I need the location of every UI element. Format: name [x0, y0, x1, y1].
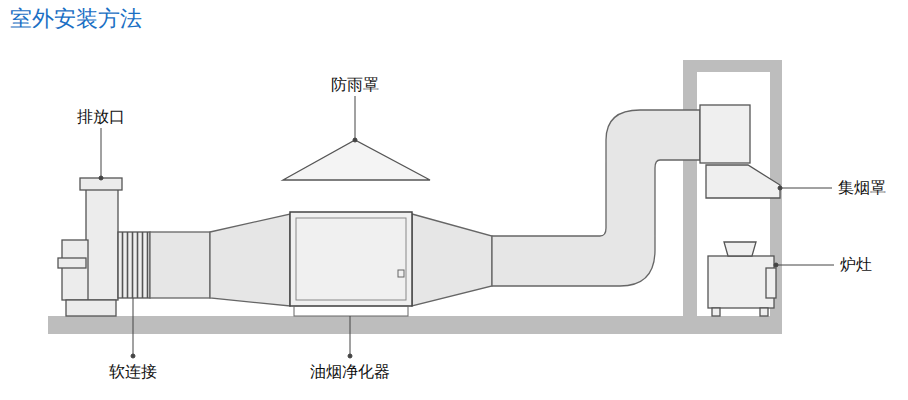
soft-connector	[118, 232, 150, 298]
oil-fume-purifier	[290, 212, 412, 316]
exhaust-fan	[58, 178, 122, 316]
part-label: 软连接	[107, 362, 159, 381]
part-label: 油烟净化器	[308, 362, 392, 381]
smoke-hood	[700, 105, 780, 198]
part-label: 防雨罩	[329, 75, 381, 94]
building-wall	[683, 60, 782, 318]
part-label: 集烟罩	[836, 178, 888, 197]
rain-cover	[283, 140, 430, 180]
leader-lines	[99, 96, 834, 358]
part-label: 炉灶	[838, 255, 874, 274]
duct	[150, 110, 700, 306]
page-title: 室外安装方法	[8, 6, 144, 32]
stove	[708, 242, 776, 316]
part-label: 排放口	[75, 107, 127, 126]
floor	[48, 316, 782, 334]
